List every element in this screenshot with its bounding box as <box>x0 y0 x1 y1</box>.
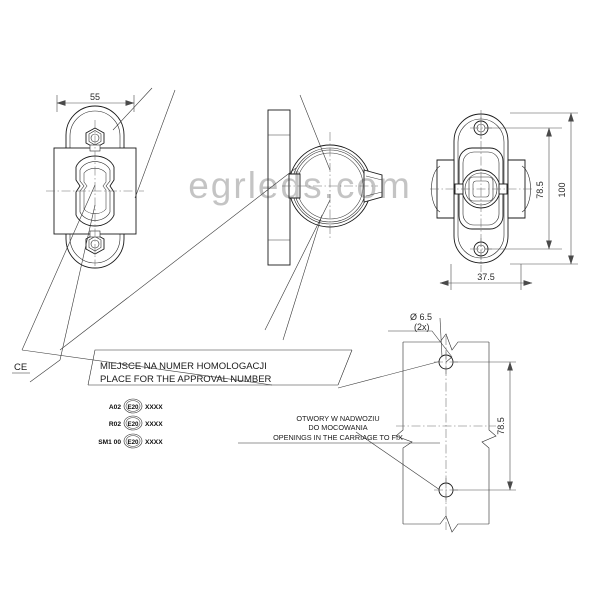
approval-row-2-emark: E20 <box>127 421 139 428</box>
dimension-55-label: 55 <box>90 92 100 102</box>
mounting-note-pl-2: DO MOCOWANIA <box>308 423 367 432</box>
mounting-note-en: OPENINGS IN THE CARRIAGE TO FIX <box>273 433 403 442</box>
view-center-lens <box>267 109 383 266</box>
view-left-side <box>46 95 144 269</box>
approval-mark-rows <box>123 398 143 449</box>
view-right-front <box>430 110 578 290</box>
approval-row-1-prefix: A02 <box>109 404 121 411</box>
dimension-78-5-detail <box>453 361 516 491</box>
center-side-tab-right <box>363 169 383 203</box>
approval-row-3-prefix: SM1 00 <box>98 439 121 446</box>
dimension-78-5-detail-label: 78.5 <box>496 417 506 435</box>
approval-row-3-suffix: XXXX <box>145 439 163 446</box>
approval-mark-row-2 <box>123 415 143 431</box>
detail-panel-outline <box>395 333 497 533</box>
dimension-55 <box>56 95 135 112</box>
hole-quantity-label: (2x) <box>414 322 430 332</box>
approval-mark-row-1 <box>123 398 143 414</box>
detail-mounting-pattern <box>388 330 516 533</box>
approval-row-2-prefix: R02 <box>109 421 121 428</box>
dimension-78-5-front <box>485 127 562 250</box>
approval-note-pl: MIEJSCE NA NUMER HOMOLOGACJI <box>100 361 267 372</box>
approval-row-1-suffix: XXXX <box>145 404 163 411</box>
mounting-note-pl-1: OTWORY W NADWOZIU <box>296 414 379 423</box>
hole-diameter-label: Ø 6.5 <box>410 312 432 322</box>
approval-row-2-suffix: XXXX <box>145 421 163 428</box>
approval-row-1-emark: E20 <box>127 404 139 411</box>
approval-mark-row-3 <box>123 433 143 449</box>
center-flange <box>267 109 291 266</box>
leader-lines <box>21 87 446 491</box>
approval-note-box <box>87 349 353 386</box>
detail-diameter-leader <box>388 330 453 363</box>
dimension-100-label: 100 <box>557 182 567 197</box>
dimension-37-5-label: 37.5 <box>477 272 495 282</box>
dimension-100 <box>510 112 578 265</box>
approval-note-en: PLACE FOR THE APPROVAL NUMBER <box>100 374 272 385</box>
left-edge-fragment-label: CE <box>14 362 27 373</box>
approval-row-3-emark: E20 <box>127 439 139 446</box>
dimension-37-5 <box>439 264 533 290</box>
dimension-78-5-front-label: 78.5 <box>535 181 545 199</box>
